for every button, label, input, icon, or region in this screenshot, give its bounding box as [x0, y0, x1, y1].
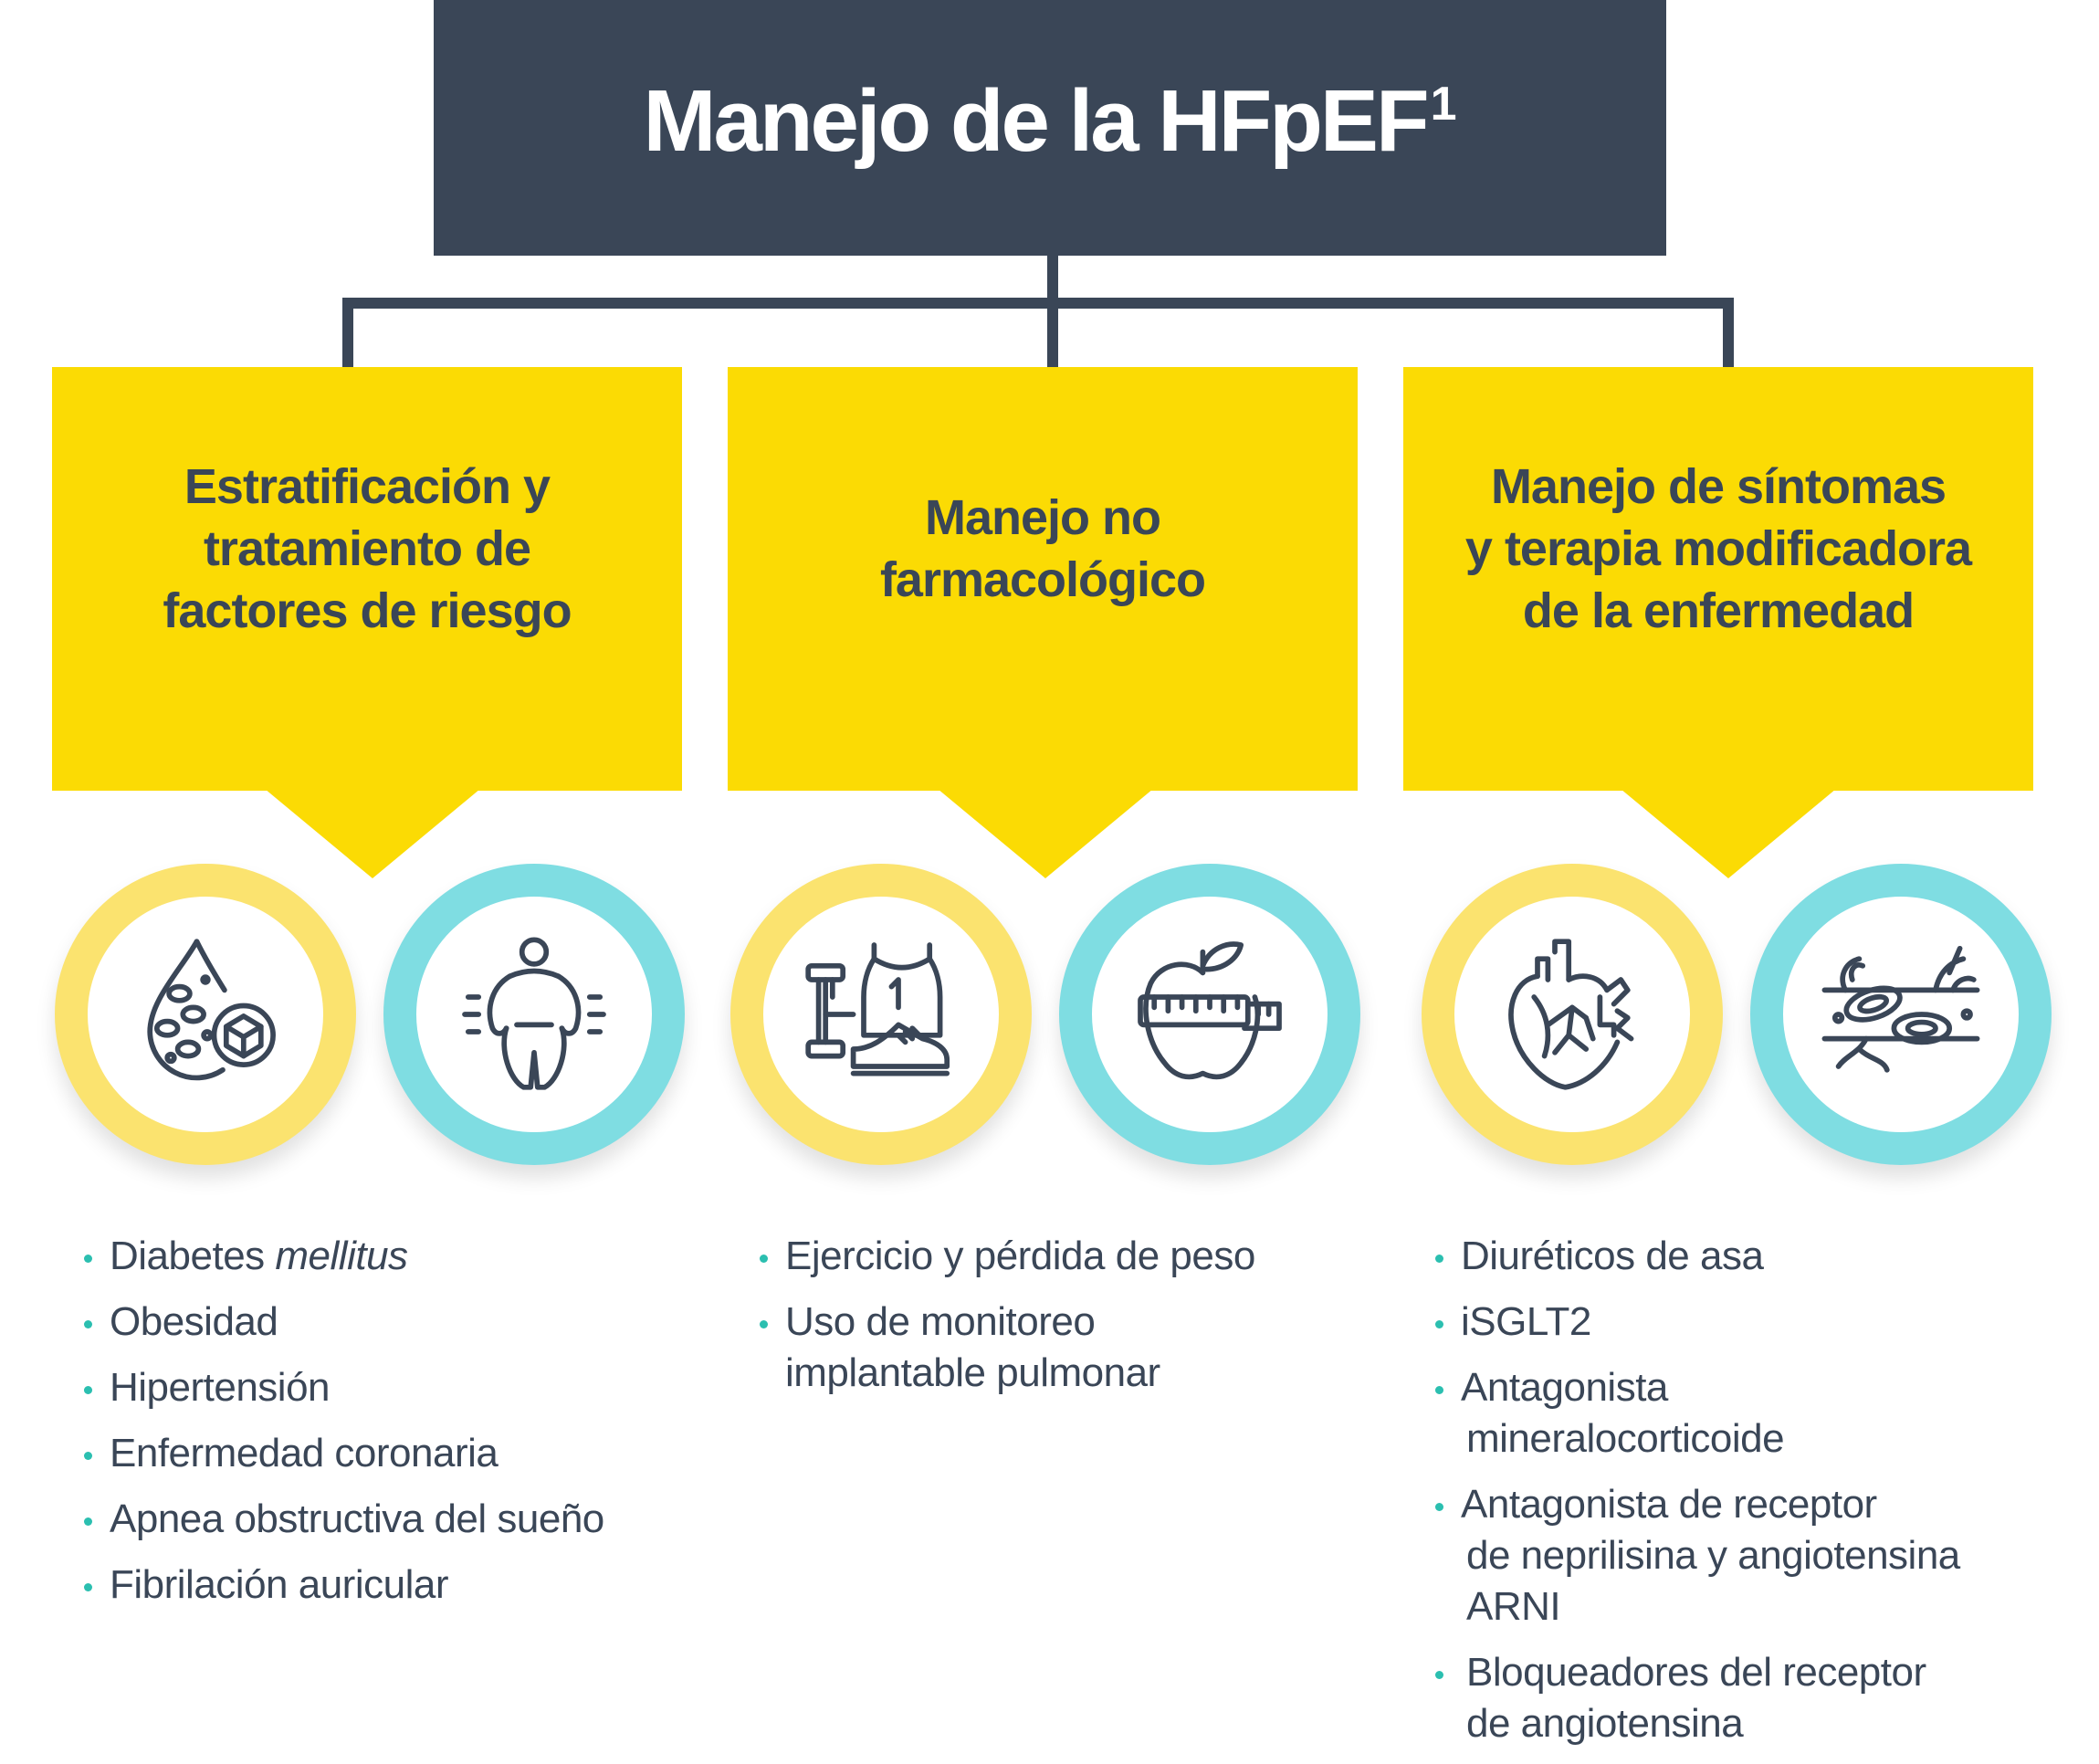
icon-circle — [730, 864, 1032, 1165]
list-item: Ejercicio y pérdida de peso — [760, 1231, 1255, 1282]
category-box-symptom-management: Manejo de síntomas y terapia modificador… — [1403, 367, 2033, 791]
category-box-risk-factors: Estratificación y tratamiento de factore… — [52, 367, 682, 791]
list-item: Diuréticos de asa — [1435, 1231, 1960, 1282]
list-item: Fibrilación auricular — [84, 1559, 604, 1611]
category-title: Estratificación y tratamiento de factore… — [163, 459, 572, 638]
non-pharmacological-list: Ejercicio y pérdida de peso Uso de monit… — [760, 1231, 1255, 1413]
title-box: Manejo de la HFpEF1 — [434, 0, 1666, 256]
connector-stem — [1047, 254, 1058, 367]
title-superscript: 1 — [1430, 78, 1457, 131]
title-text: Manejo de la HFpEF — [643, 72, 1429, 170]
list-item: Diabetes mellitus — [84, 1231, 604, 1282]
icon-circle — [1750, 864, 2052, 1165]
list-item: iSGLT2 — [1435, 1297, 1960, 1348]
category-title: Manejo de síntomas y terapia modificador… — [1464, 459, 1972, 638]
icon-circle — [55, 864, 356, 1165]
list-item: Enfermedad coronaria — [84, 1428, 604, 1479]
list-item: Hipertensión — [84, 1362, 604, 1413]
blood-glucose-icon — [147, 939, 276, 1081]
list-item: Apnea obstructiva del sueño — [84, 1494, 604, 1545]
icon-circle — [1422, 864, 1723, 1165]
icon-circle — [383, 864, 685, 1165]
obesity-icon — [462, 937, 606, 1090]
connector-left — [342, 298, 353, 367]
category-pointer — [265, 789, 480, 878]
connector-right — [1723, 298, 1734, 367]
icon-circle — [1059, 864, 1360, 1165]
risk-factors-list: Diabetes mellitus Obesidad Hipertensión … — [84, 1231, 604, 1625]
page-title: Manejo de la HFpEF1 — [643, 71, 1456, 172]
blood-vessel-cells-icon — [1821, 945, 1980, 1073]
heart-icon — [1508, 939, 1634, 1090]
apple-measuring-tape-icon — [1138, 941, 1282, 1080]
category-pointer — [938, 789, 1153, 878]
category-pointer — [1621, 789, 1836, 878]
exercise-icon — [805, 942, 950, 1076]
category-box-non-pharmacological: Manejo no farmacológico — [728, 367, 1358, 791]
list-item: Obesidad — [84, 1297, 604, 1348]
connector-horizontal — [342, 298, 1734, 309]
category-title: Manejo no farmacológico — [879, 490, 1206, 607]
